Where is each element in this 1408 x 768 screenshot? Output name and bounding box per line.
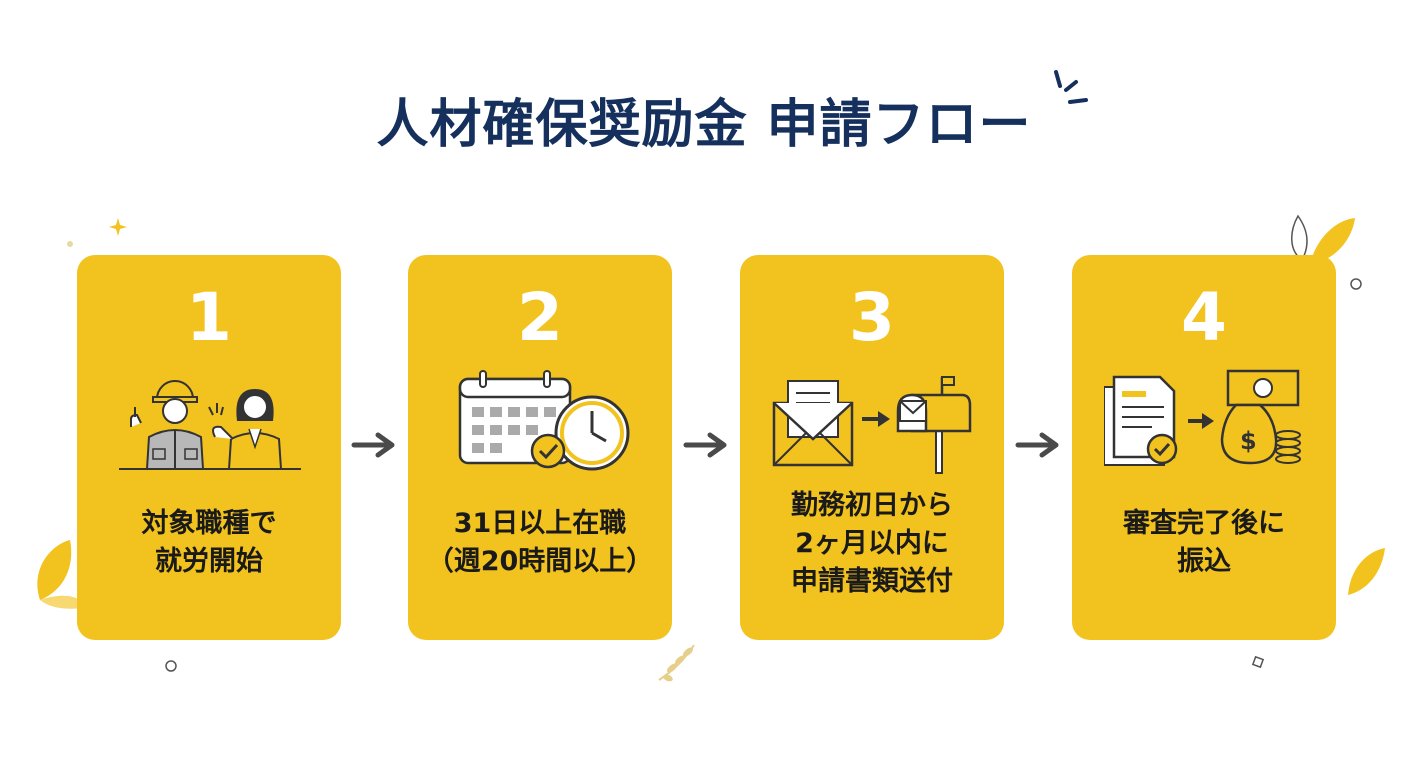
step-label: 勤務初日から 2ヶ月以内に 申請書類送付 xyxy=(791,490,953,597)
arrow-right-icon xyxy=(1015,432,1059,458)
step-label: 31日以上在職 （週20時間以上） xyxy=(426,508,654,577)
workers-icon xyxy=(119,380,301,470)
step-number: 4 xyxy=(1181,279,1227,356)
leaf-icon xyxy=(1348,548,1385,595)
diamond-icon xyxy=(1251,655,1265,669)
arrow-right-icon xyxy=(683,432,727,458)
step-card-4: 4 $ 審査完了後に 振込 xyxy=(1072,255,1336,640)
leaf-icon xyxy=(37,540,85,609)
sprig-icon xyxy=(658,644,695,682)
circle-icon xyxy=(1350,278,1362,290)
leaf-icon xyxy=(1291,214,1355,265)
arrow-right-icon xyxy=(351,432,395,458)
step-number: 1 xyxy=(186,279,232,356)
document-to-money-icon: $ xyxy=(1104,369,1301,466)
step-card-1: 1 対象職種で 就労開始 xyxy=(77,255,341,640)
mail-to-mailbox-icon xyxy=(772,376,972,474)
calendar-clock-icon xyxy=(458,370,630,471)
step-number: 3 xyxy=(849,279,895,356)
step-label: 審査完了後に 振込 xyxy=(1123,508,1285,577)
step-label: 対象職種で 就労開始 xyxy=(141,508,277,577)
accent-marks-icon xyxy=(1054,70,1088,104)
svg-text:$: $ xyxy=(1240,427,1257,455)
step-number: 2 xyxy=(517,279,563,356)
circle-icon xyxy=(165,660,177,672)
page-title: 人材確保奨励金 申請フロー xyxy=(376,95,1032,155)
step-card-3: 3 勤務初日から 2ヶ月以内に 申請書類送付 xyxy=(740,255,1004,640)
dot-icon xyxy=(67,241,73,247)
sparkle-icon xyxy=(109,218,127,236)
step-card-2: 2 31日以上在職 （週20時間以上） xyxy=(408,255,672,640)
